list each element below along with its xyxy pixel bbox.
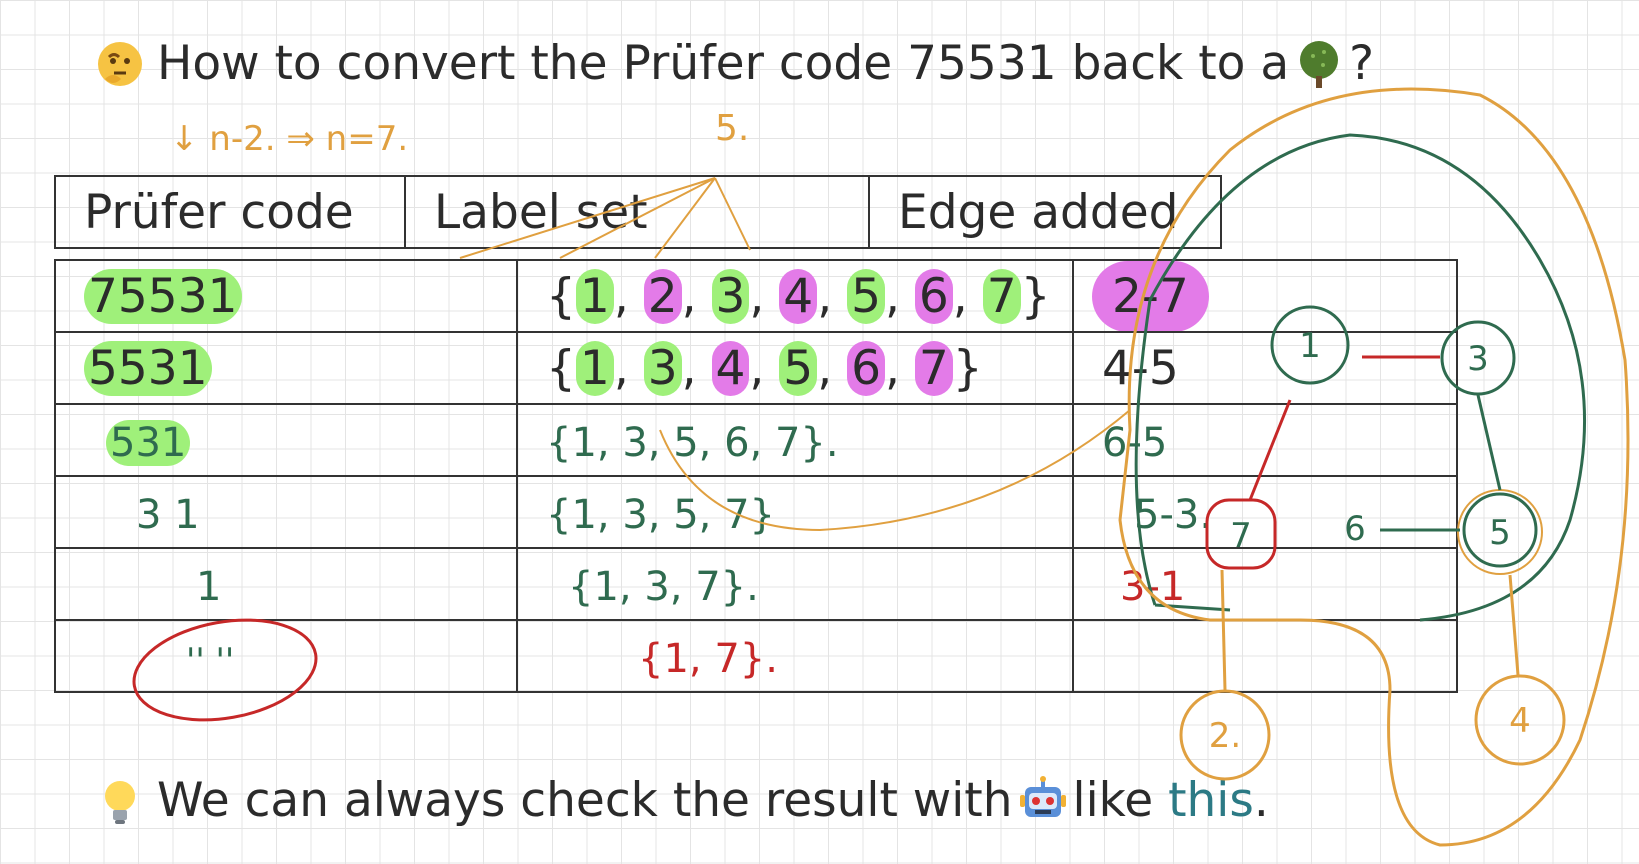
light-bulb-icon [105,780,135,824]
label-4: 4 [711,340,750,396]
label-5: 5 [779,340,818,396]
label-set-cell: {1, 3, 5, 7} [516,475,1074,549]
tip-text-like: like [1072,773,1154,828]
edge-value: 4-5 [1102,340,1179,396]
edge-cell: 2-7 [1072,259,1458,333]
robot-icon [1019,775,1066,817]
this-link[interactable]: this [1168,773,1254,828]
label-7: 7 [982,268,1021,324]
node-5-circle [1462,492,1538,568]
label-3: 3 [711,268,750,324]
table-row: 75531 {1, 2, 3, 4, 5, 6, 7} 2-7 [54,259,1458,333]
node-5-label: 5 [1489,513,1511,553]
code-value: 531 [106,419,191,466]
code-cell: 1 [54,547,518,621]
edge-cell: 4-5 [1072,331,1458,405]
thinking-face-icon [98,41,142,86]
top-note: ↓ n-2. ⇒ n=7. [170,119,408,159]
tip-text: We can always check the result with [157,773,1013,828]
edge-cell: 5-3. [1072,475,1458,549]
header-edge-added: Edge added [868,175,1222,249]
table-row: 5531 {1, 3, 4, 5, 6, 7} 4-5 [54,331,1458,405]
code-cell: 75531 [54,259,518,333]
table-row: 531 {1, 3, 5, 6, 7}. 6-5 [54,403,1458,477]
table-row: 1 {1, 3, 7}. 3-1 [54,547,1458,621]
label-set-value: {1, 3, 5, 6, 7}. [546,419,839,466]
label-set-value: {1, 3, 7}. [568,563,759,610]
edge-value: 3-1 [1120,563,1186,610]
label-set-cell: {1, 3, 7}. [516,547,1074,621]
edge-value: 5-3. [1134,491,1213,538]
label-1: 1 [575,340,614,396]
tip-period: . [1253,773,1269,828]
header-prufer-code: Prüfer code [54,175,406,249]
label-3: 3 [643,340,682,396]
title-question-mark: ? [1349,36,1375,91]
label-6: 6 [847,340,885,396]
code-cell: 531 [54,403,518,477]
label-2: 2 [643,268,682,324]
header-label-set: Label set [404,175,870,249]
code-cell: '' '' [54,619,518,693]
label-set-cell: {1, 3, 4, 5, 6, 7} [516,331,1074,405]
title-line: How to convert the Prüfer code 75531 bac… [95,36,1374,91]
table-body: 75531 {1, 2, 3, 4, 5, 6, 7} 2-7 5531 {1,… [54,259,1458,693]
tip-line: We can always check the result with like… [95,773,1269,828]
code-value: 3 1 [136,491,200,538]
edge-cell: 3-1 [1072,547,1458,621]
label-set-cell: {1, 7}. [516,619,1074,693]
node-4-circle [1474,674,1566,766]
node-3-label: 3 [1467,339,1489,379]
top-note-five: 5. [715,108,749,149]
edge-cell: 6-5 [1072,403,1458,477]
code-value: '' '' [186,640,235,681]
label-set-cell: {1, 2, 3, 4, 5, 6, 7} [516,259,1074,333]
edge-value: 6-5 [1102,419,1168,466]
label-set-value: {1, 3, 5, 7} [546,491,775,538]
code-cell: 3 1 [54,475,518,549]
node-4-label: 4 [1509,701,1531,741]
code-value: 1 [196,563,222,610]
table-row: '' '' {1, 7}. [54,619,1458,693]
label-7: 7 [914,340,953,396]
label-5: 5 [847,268,885,324]
node-2-circle [1179,689,1271,781]
label-4: 4 [779,268,818,324]
code-value: 5531 [84,340,212,396]
label-6: 6 [914,268,953,324]
label-set-value: {1, 7}. [638,635,778,682]
table-row: 3 1 {1, 3, 5, 7} 5-3. [54,475,1458,549]
edge-value: 2-7 [1092,262,1209,330]
title-text: How to convert the Prüfer code 75531 bac… [157,36,1290,91]
label-1: 1 [575,268,614,324]
code-cell: 5531 [54,331,518,405]
edge-cell [1072,619,1458,693]
tree-icon [1300,40,1339,88]
node-2-label: 2. [1209,716,1241,756]
table-header: Prüfer code Label set Edge added [54,175,1222,249]
code-value: 75531 [84,268,242,324]
table-header-row: Prüfer code Label set Edge added [54,175,1222,249]
label-set-cell: {1, 3, 5, 6, 7}. [516,403,1074,477]
